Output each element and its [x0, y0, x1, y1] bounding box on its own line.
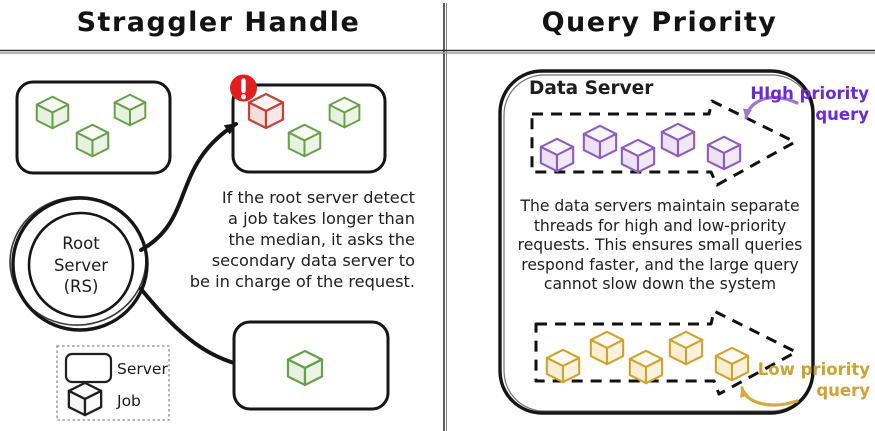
secondary-server-box	[232, 320, 390, 411]
job-cube-low	[668, 330, 704, 366]
low-priority-query-label: Low priority query	[757, 360, 870, 400]
high-priority-pointer-arrow	[743, 95, 799, 120]
data-server-label: Data Server	[529, 78, 654, 99]
legend-box	[56, 345, 170, 421]
job-cube-high	[582, 124, 618, 160]
query-priority-caption: The data servers maintain separate threa…	[517, 197, 803, 294]
job-cube-ok	[75, 123, 110, 158]
job-cube-straggler	[247, 92, 285, 130]
job-cube-low	[545, 348, 581, 384]
low-priority-pointer-arrow	[739, 386, 799, 407]
arrow-to-straggler	[139, 122, 238, 252]
server-box-top-left	[15, 80, 172, 175]
legend-job-label: Job	[117, 392, 141, 410]
job-cube-ok	[328, 96, 361, 129]
legend-server-label: Server	[117, 360, 168, 378]
straggler-caption: If the root server detect a job takes lo…	[189, 188, 415, 291]
job-cube-high	[660, 122, 696, 158]
job-cube-low	[589, 330, 625, 366]
job-cube-ok	[35, 95, 70, 130]
warning-icon	[230, 74, 257, 102]
high-priority-query-label: HIgh priority query	[750, 84, 869, 124]
job-icon	[67, 381, 103, 417]
left-panel-title: Straggler Handle	[76, 7, 361, 38]
job-cube-ok	[286, 349, 324, 387]
server-box-top-right	[231, 83, 387, 174]
right-panel-title: Query Priority	[541, 7, 778, 38]
root-server-circle	[9, 196, 149, 332]
job-cube-low	[714, 346, 750, 382]
server-icon	[64, 352, 113, 384]
low-priority-queue-arrow	[534, 309, 798, 396]
job-cube-ok	[113, 93, 147, 127]
job-cube-ok	[287, 123, 322, 158]
job-cube-low	[628, 349, 664, 385]
panel-divider	[443, 3, 448, 431]
job-cube-high	[539, 137, 575, 173]
root-server-label: Root Server (RS)	[53, 234, 109, 296]
high-priority-queue-arrow	[530, 99, 797, 187]
job-cube-high	[706, 135, 742, 171]
job-cube-high	[620, 138, 656, 174]
title-underline	[0, 49, 875, 54]
